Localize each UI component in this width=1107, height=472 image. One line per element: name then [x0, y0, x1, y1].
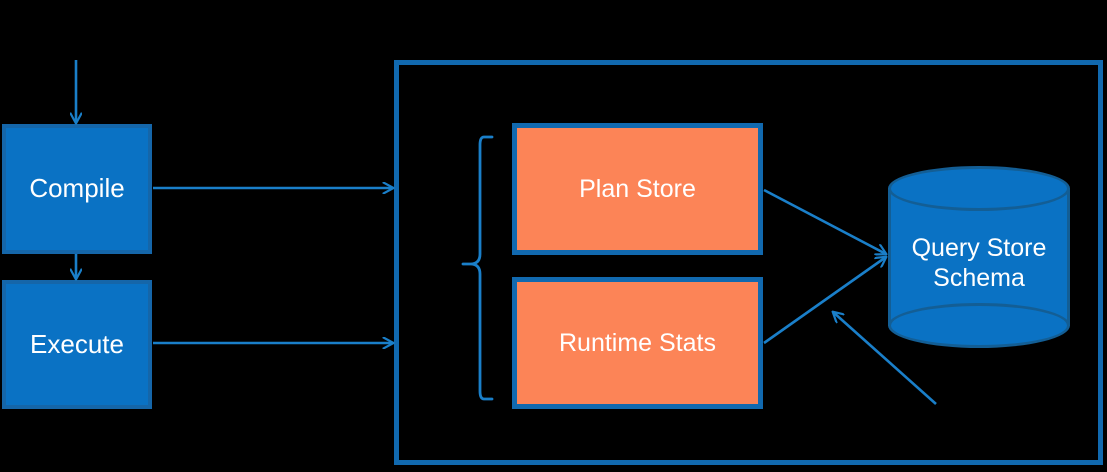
node-query-store-schema-label: Query Store Schema: [888, 218, 1070, 308]
node-query-store-schema[interactable]: Query Store Schema: [888, 166, 1070, 348]
schema-label-line1: Query Store: [911, 233, 1047, 262]
node-execute-label: Execute: [30, 328, 124, 359]
schema-label-line2: Schema: [933, 264, 1025, 292]
node-execute[interactable]: Execute: [2, 280, 152, 409]
node-compile-label: Compile: [29, 173, 125, 204]
query-store-container: [394, 60, 1103, 465]
node-plan-store-label: Plan Store: [579, 175, 696, 203]
cylinder-bottom-ellipse: [888, 303, 1070, 348]
node-plan-store[interactable]: Plan Store: [512, 123, 763, 255]
cylinder-top-ellipse: [888, 166, 1070, 211]
node-compile[interactable]: Compile: [2, 124, 152, 254]
node-runtime-stats-label: Runtime Stats: [558, 329, 716, 357]
node-runtime-stats[interactable]: Runtime Stats: [512, 277, 763, 409]
